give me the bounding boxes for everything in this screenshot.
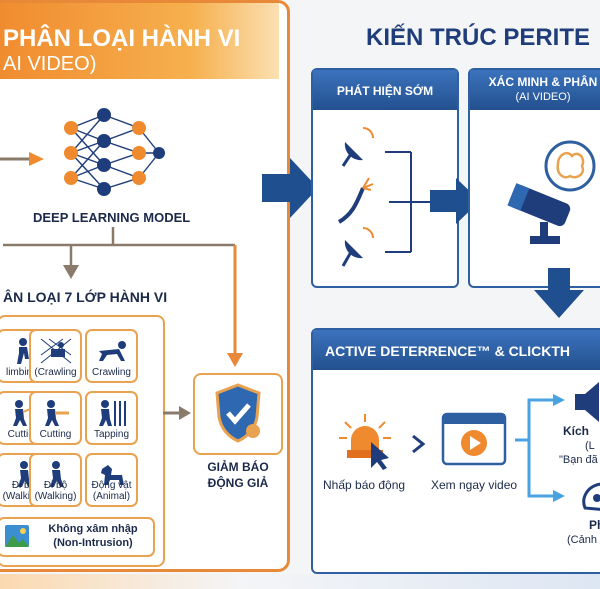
non-intrusion-label: Không xâm nhập (Non-Intrusion) bbox=[48, 523, 138, 549]
tile-crawling-fence: (Crawling bbox=[29, 329, 82, 383]
satellite-dish-icon bbox=[341, 127, 374, 167]
chevron-right-icon bbox=[412, 434, 426, 454]
active-deterrence-box: ACTIVE DETERRENCE™ & CLICKTH Nhấp báo độ… bbox=[311, 328, 600, 574]
tile-walking-2: Đi bộ (Walking) bbox=[29, 453, 82, 507]
false-alarm-label: GIẢM BÁO ĐỘNG GIẢ bbox=[207, 460, 269, 490]
action-2-label: Ph bbox=[589, 518, 600, 532]
view-video-label: Xem ngay video bbox=[431, 478, 518, 492]
fence-crawling-icon bbox=[40, 338, 71, 364]
tile-non-intrusion: Không xâm nhập (Non-Intrusion) bbox=[0, 517, 155, 557]
panel-header: PHÂN LOẠI HÀNH VI AI VIDEO) bbox=[0, 3, 279, 79]
speaker-icon bbox=[575, 382, 599, 422]
tile-tapping: Tapping bbox=[85, 391, 138, 445]
tile-cutting-2: Cutting bbox=[29, 391, 82, 445]
behavior-class-grid bbox=[0, 315, 165, 567]
flow-arrow-verify bbox=[430, 178, 480, 224]
model-label: DEEP LEARNING MODEL bbox=[33, 210, 191, 225]
behavior-classification-panel: PHÂN LOẠI HÀNH VI AI VIDEO) DEEP LEARNIN… bbox=[0, 0, 290, 572]
tile-animal: Động vật (Animal) bbox=[85, 453, 138, 507]
active-deterrence-header: ACTIVE DETERRENCE™ & CLICKTH bbox=[313, 330, 600, 370]
early-detection-box: PHÁT HIỆN SỚM bbox=[311, 68, 459, 288]
bottom-strip bbox=[0, 574, 600, 589]
crawling-person-icon bbox=[98, 341, 126, 361]
verification-box: XÁC MINH & PHÂN (AI VIDEO) bbox=[468, 68, 600, 288]
shield-check-icon bbox=[215, 383, 261, 443]
tapping-fence-icon bbox=[98, 400, 126, 426]
false-alarm-box bbox=[193, 373, 283, 455]
landscape-icon bbox=[5, 525, 29, 547]
walking-person-icon bbox=[17, 461, 32, 487]
input-arrow-icon bbox=[0, 152, 44, 166]
classes-title: ÂN LOẠI 7 LỚP HÀNH VI bbox=[3, 289, 168, 305]
neural-network-icon bbox=[64, 108, 165, 196]
tile-crawling: Crawling bbox=[85, 329, 138, 383]
fiber-optic-icon bbox=[337, 177, 374, 224]
branch-arrows bbox=[515, 394, 565, 502]
flow-arrow-main bbox=[262, 158, 318, 218]
click-alarm-label: Nhấp báo động bbox=[323, 478, 406, 492]
satellite-dish-icon bbox=[341, 227, 374, 267]
arrow-to-shield-icon bbox=[163, 406, 191, 420]
cutting-tool-person-icon bbox=[44, 400, 69, 426]
flow-connectors bbox=[3, 227, 243, 367]
ai-camera-icon bbox=[507, 140, 596, 244]
panel-title: PHÂN LOẠI HÀNH VI bbox=[3, 25, 241, 52]
dog-icon bbox=[100, 465, 124, 485]
video-player-icon[interactable] bbox=[441, 412, 507, 468]
walking-person-icon bbox=[49, 461, 64, 487]
alarm-light-icon[interactable] bbox=[335, 414, 395, 470]
panel-subtitle: AI VIDEO) bbox=[3, 53, 97, 75]
action-1-label: Kích bbox=[563, 424, 590, 438]
flow-arrow-down bbox=[534, 268, 584, 318]
early-detection-header: PHÁT HIỆN SỚM bbox=[313, 70, 457, 110]
architecture-title: KIẾN TRÚC PERITE bbox=[366, 24, 591, 51]
verification-header: XÁC MINH & PHÂN (AI VIDEO) bbox=[470, 70, 600, 110]
light-icon bbox=[582, 482, 600, 511]
